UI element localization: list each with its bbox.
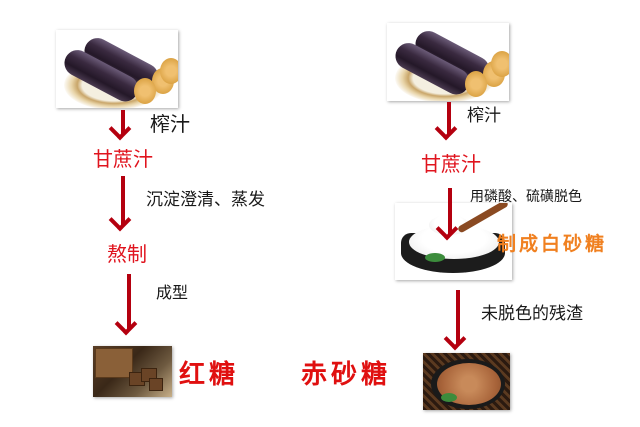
arrow-down-2-left	[121, 176, 125, 226]
arrow-down-3-right	[456, 290, 460, 345]
step-label-residue: 未脱色的残渣	[481, 304, 583, 324]
arrow-down-2-right	[448, 188, 452, 235]
arrow-down-1-right	[447, 102, 451, 135]
sugarcane-image-right	[387, 23, 509, 101]
step-label-press-juice-right: 榨汁	[467, 106, 501, 126]
arrow-down-1-left	[121, 110, 125, 135]
product-label-red-granulated-sugar: 赤砂糖	[301, 360, 392, 390]
product-label-white-sugar: 制成白砂糖	[497, 233, 608, 255]
step-label-shape: 成型	[156, 283, 189, 302]
step-label-press-juice-left: 榨汁	[150, 112, 190, 136]
intermediate-label-cane-juice-right: 甘蔗汁	[421, 152, 481, 176]
arrow-down-3-left	[127, 274, 131, 330]
red-granulated-sugar-image	[423, 353, 510, 410]
product-label-brown-sugar: 红糖	[179, 360, 240, 390]
sugarcane-image-left	[56, 30, 178, 108]
intermediate-label-boil: 熬制	[107, 242, 147, 266]
step-label-settle-evaporate: 沉淀澄清、蒸发	[146, 190, 265, 210]
white-sugar-bowl-image	[395, 203, 512, 280]
step-label-decolorize: 用磷酸、硫磺脱色	[470, 189, 582, 205]
intermediate-label-cane-juice-left: 甘蔗汁	[93, 147, 153, 171]
brown-sugar-block-image	[93, 346, 172, 397]
